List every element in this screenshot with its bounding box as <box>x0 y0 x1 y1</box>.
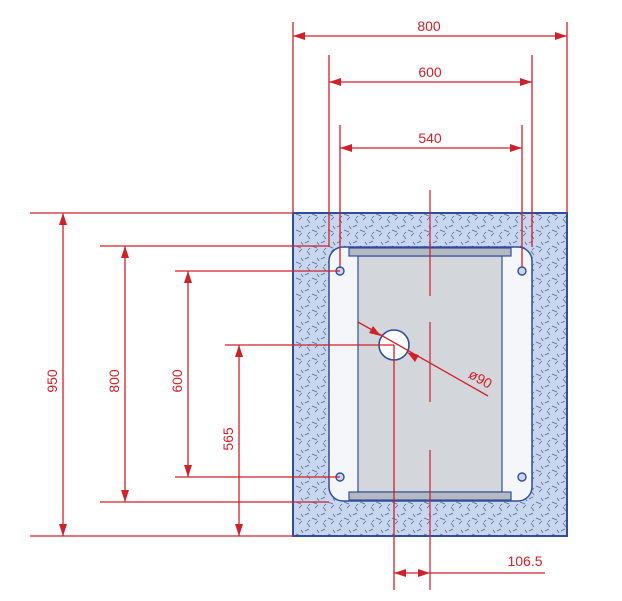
dim-text-600v: 600 <box>169 369 185 393</box>
arrow-offset-right <box>418 569 430 577</box>
arrow-800-right <box>555 32 567 40</box>
dim-text-800: 800 <box>417 18 441 34</box>
arrow-600-left <box>329 78 341 86</box>
dim-text-950: 950 <box>44 369 60 393</box>
arrow-800v-bottom <box>121 490 129 502</box>
bolt-hole-bottom-right <box>517 472 527 482</box>
arrow-800v-top <box>121 246 129 258</box>
dim-text-800v: 800 <box>106 369 122 393</box>
arrow-950-bottom <box>59 524 67 536</box>
arrow-600-right <box>520 78 532 86</box>
arrow-600v-top <box>184 271 192 283</box>
arrow-565-top <box>235 345 243 357</box>
arrow-800-left <box>293 32 305 40</box>
arrow-600v-bottom <box>184 465 192 477</box>
arrow-540-right <box>510 144 522 152</box>
dim-text-565: 565 <box>220 427 236 451</box>
arrow-diameter-outer <box>369 326 381 336</box>
dim-text-600: 600 <box>418 64 442 80</box>
arrow-540-left <box>340 144 352 152</box>
arrow-offset-left <box>394 569 406 577</box>
dim-text-offset: 106.5 <box>507 553 542 569</box>
dim-text-540: 540 <box>418 130 442 146</box>
arrow-565-bottom <box>235 524 243 536</box>
arrow-diameter-inner <box>407 352 419 362</box>
arrow-950-top <box>59 213 67 225</box>
bolt-hole-top-right <box>517 266 527 276</box>
